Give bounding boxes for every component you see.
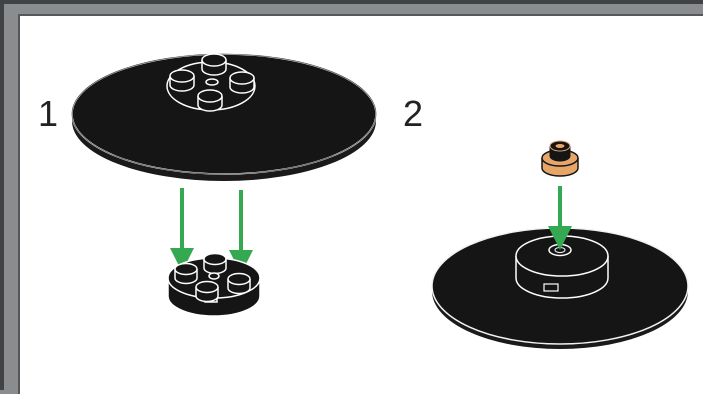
- instruction-panel: 1 2: [18, 14, 703, 394]
- step-1-plate-studs: [169, 53, 255, 112]
- instruction-illustration: [71, 53, 689, 349]
- step-1-arrows: [170, 188, 253, 274]
- step-1-number: 1: [38, 93, 59, 134]
- step-2-number: 2: [403, 93, 424, 134]
- step-1-large-plate: [71, 53, 377, 181]
- step-2-tan-round-piece: [541, 140, 579, 177]
- step-1-small-round-plate: [167, 252, 261, 317]
- step-2-turntable-assembly: [431, 227, 689, 349]
